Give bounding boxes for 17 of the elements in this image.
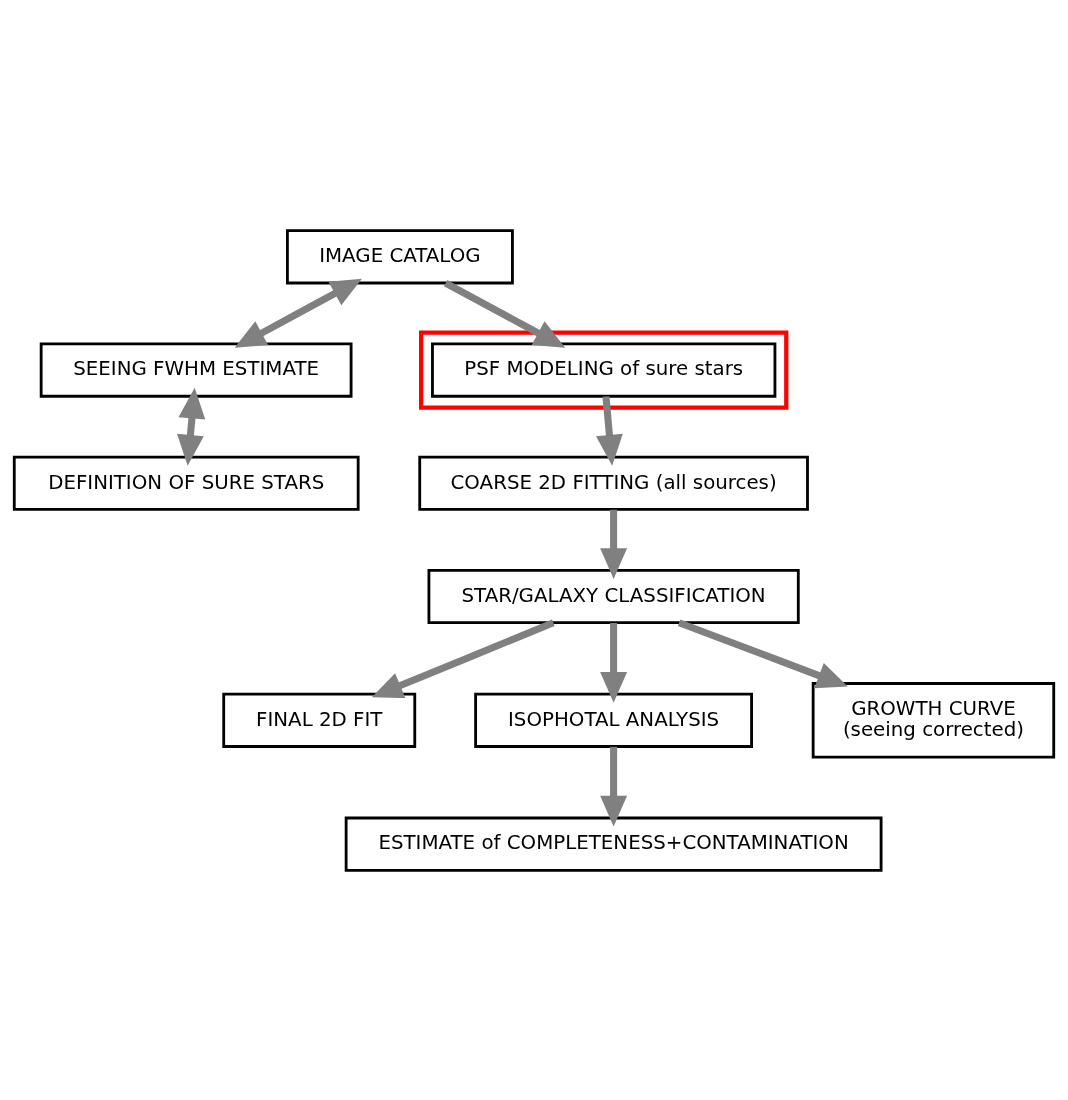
node-box: IMAGE CATALOG [286,228,514,284]
node-box: ESTIMATE of COMPLETENESS+CONTAMINATION [344,816,883,872]
node-box: ISOPHOTAL ANALYSIS [474,692,753,748]
arrow [443,279,566,348]
node-box: SEEING FWHM ESTIMATE [39,341,353,398]
arrow [177,387,206,466]
node-box: GROWTH CURVE (seeing corrected) [811,681,1056,759]
node-box: STAR/GALAXY CLASSIFICATION [427,568,800,624]
node-box: PSF MODELING of sure stars [431,341,777,398]
cluster [419,329,789,410]
arrow [596,395,623,466]
arrow [234,278,362,348]
node-box: FINAL 2D FIT [222,692,417,748]
arrow [677,618,848,688]
node-box: DEFINITION OF SURE STARS [12,455,360,511]
arrow [371,618,555,698]
node-box: COARSE 2D FITTING (all sources) [418,455,809,511]
